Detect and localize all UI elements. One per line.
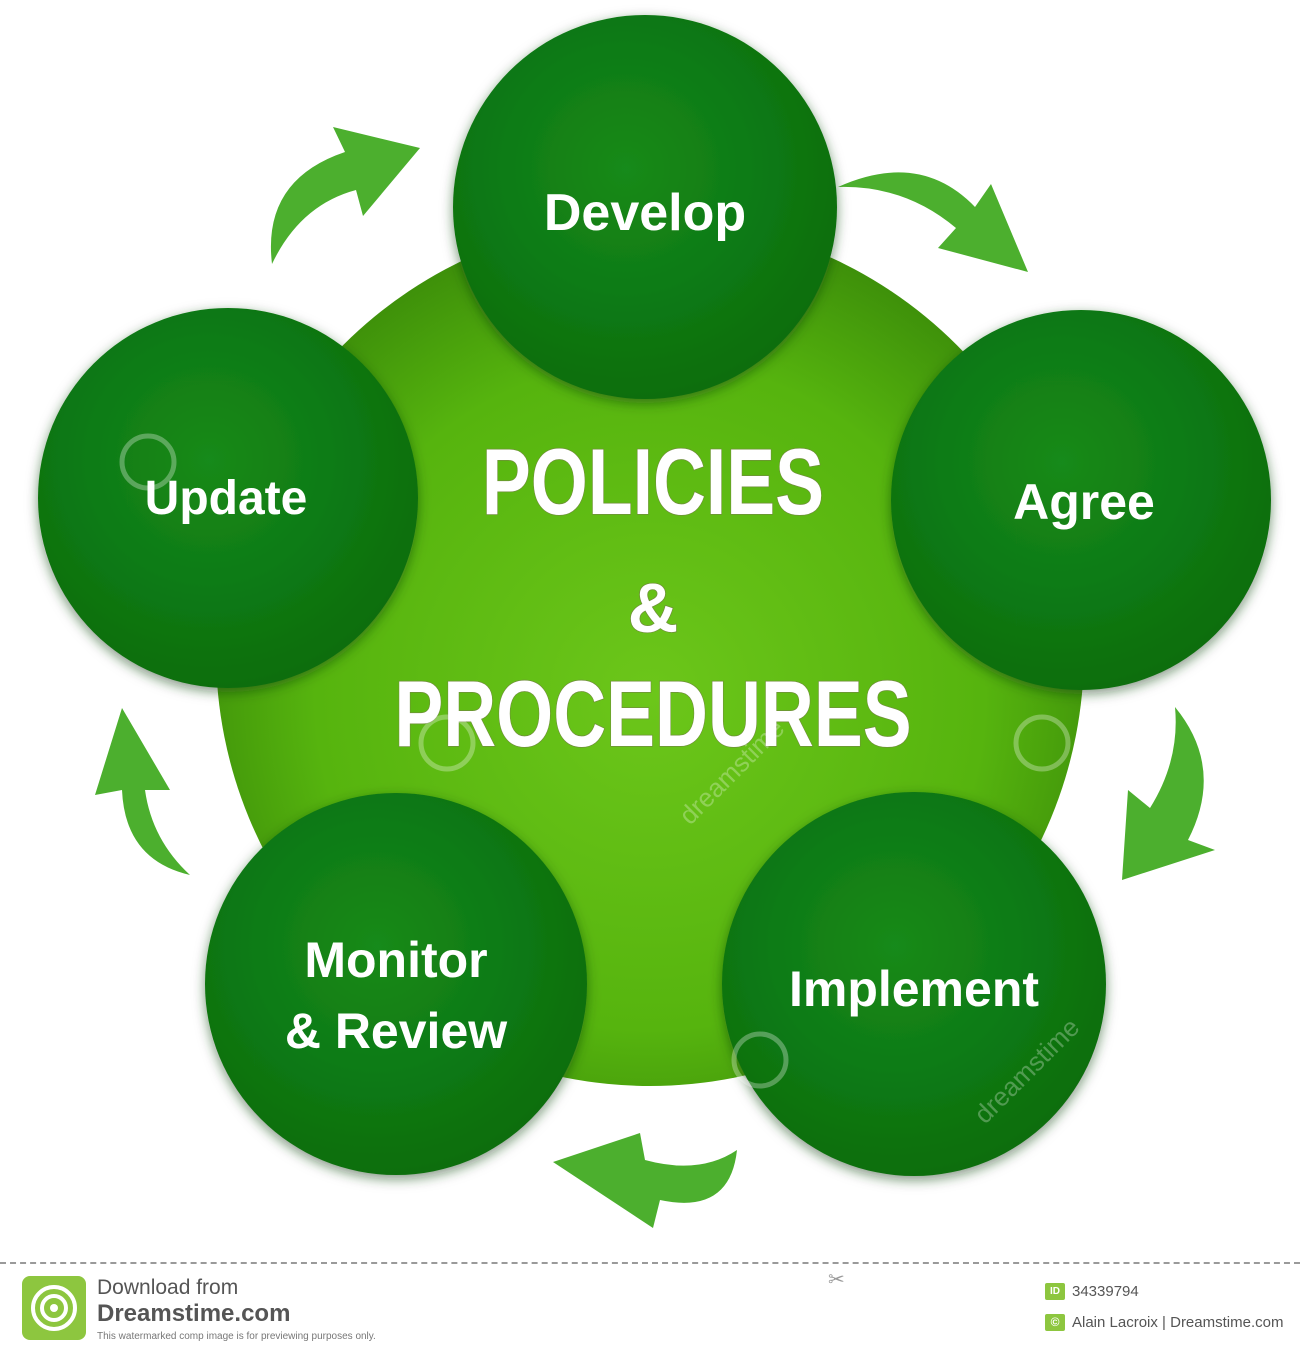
image-id: 34339794 [1072,1283,1139,1300]
center-title-line3: PROCEDURES [394,661,911,766]
arrow-monitor-to-update [95,708,190,875]
watermark-spiral-icon [1013,714,1071,772]
scissors-icon: ✂ [828,1269,845,1291]
node-monitor-review: Monitor & Review [205,793,587,1175]
watermark-spiral-icon [731,1031,789,1089]
copyright-icon: © [1045,1314,1065,1331]
arrow-develop-to-agree [838,172,1028,272]
watermark-text: dreamstime [83,127,200,244]
node-develop-label: Develop [544,184,746,242]
download-brand[interactable]: Dreamstime.com [97,1300,291,1327]
node-agree-label: Agree [1013,474,1155,530]
watermark-note: This watermarked comp image is for previ… [97,1331,376,1342]
download-line: Download from [97,1276,239,1299]
node-monitor-label-line1: Monitor [304,932,487,988]
node-monitor-label-line2: & Review [285,1003,507,1059]
watermark-spiral-icon [418,714,476,772]
node-update-label: Update [145,472,308,525]
arrow-implement-to-monitor [553,1133,737,1228]
center-title-line2: & [628,569,679,647]
id-badge: ID [1045,1283,1065,1300]
cycle-diagram: Develop Agree Implement Monitor & Review… [38,15,1271,1228]
image-credit: Alain Lacroix | Dreamstime.com [1072,1314,1284,1331]
node-agree: Agree [891,310,1271,690]
arrow-update-to-develop [270,127,420,264]
node-update: Update [38,308,418,688]
watermark-spiral-icon [119,433,177,491]
footer: Download from Dreamstime.com This waterm… [0,1262,1300,1355]
node-develop: Develop [453,15,837,399]
arrow-agree-to-implement [1122,707,1215,880]
node-implement: Implement [722,792,1106,1176]
center-title-line1: POLICIES [482,429,824,534]
node-implement-label: Implement [789,961,1039,1017]
dreamstime-logo-icon [22,1276,86,1340]
